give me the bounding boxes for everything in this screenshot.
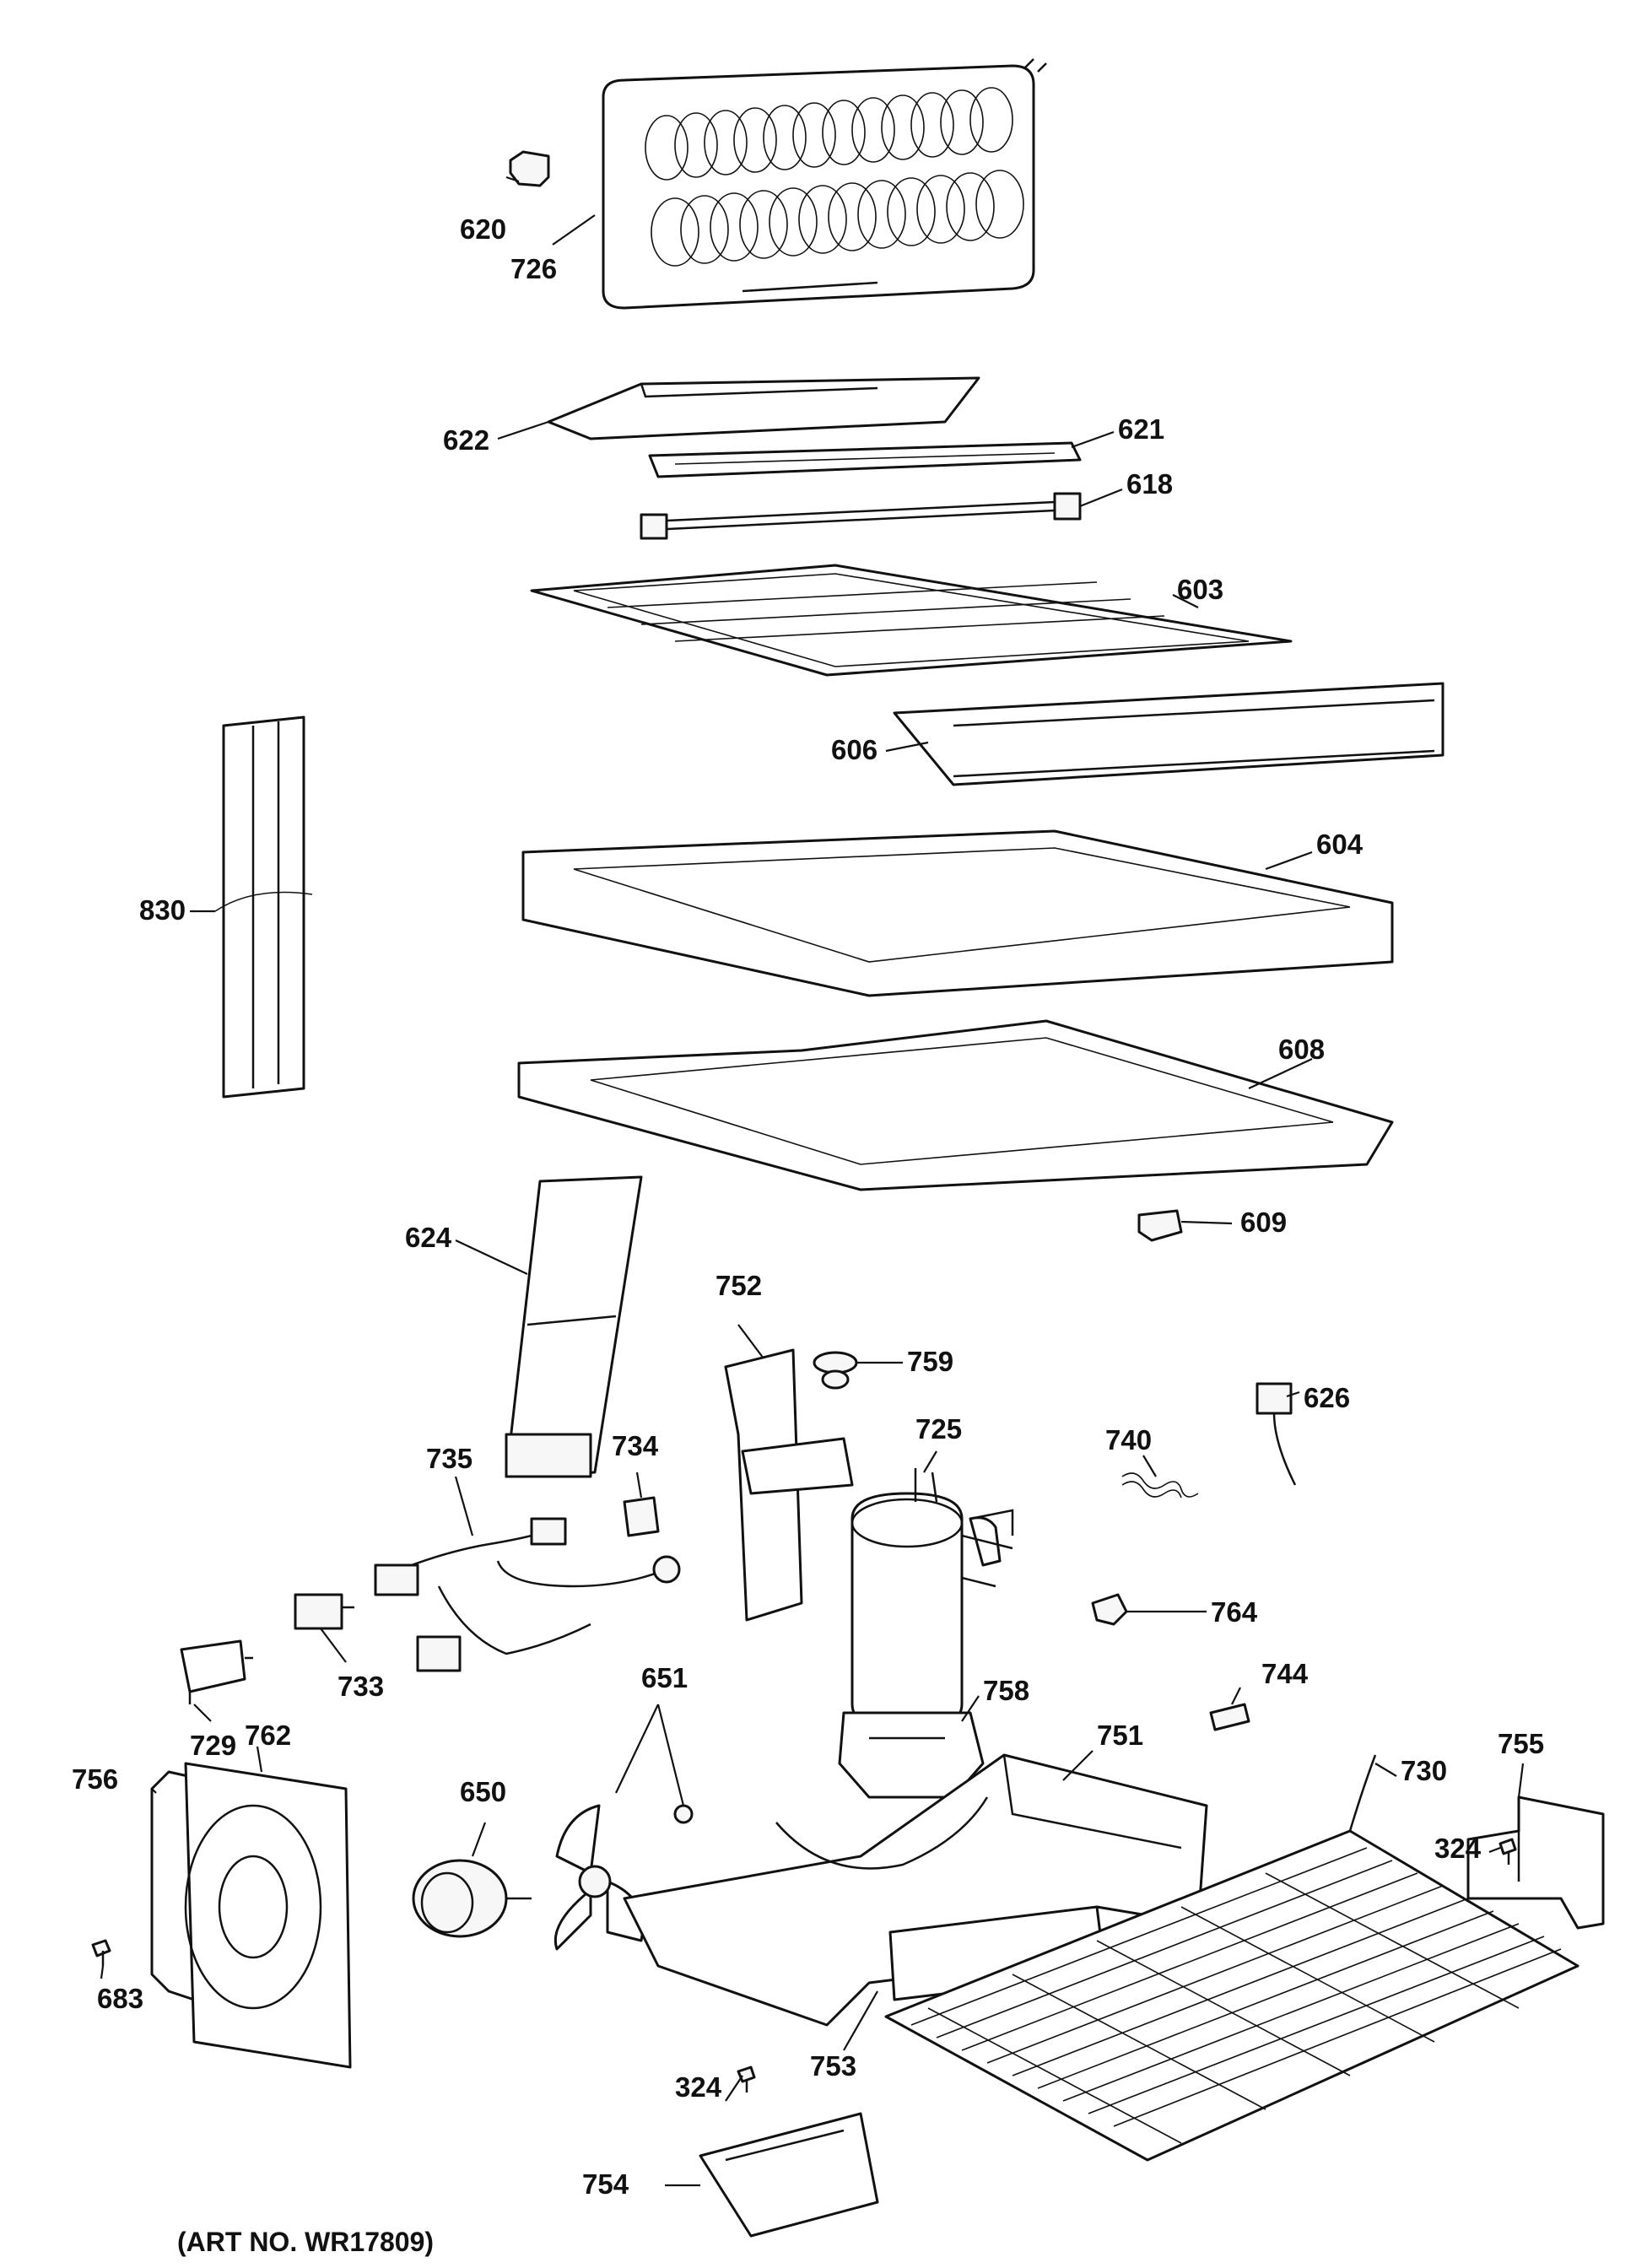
label-762: 762 xyxy=(245,1720,291,1751)
bracket-752 xyxy=(724,1348,854,1622)
cover-622 xyxy=(547,376,980,440)
label-758: 758 xyxy=(983,1675,1029,1706)
label-756: 756 xyxy=(72,1763,118,1795)
vent-606 xyxy=(893,682,1444,786)
plug-626 xyxy=(1256,1382,1297,1486)
rail-621 xyxy=(648,441,1082,478)
grommet-759 xyxy=(813,1351,858,1390)
label-324-bottom: 324 xyxy=(675,2071,722,2103)
label-620: 620 xyxy=(460,213,506,245)
label-735: 735 xyxy=(426,1443,472,1474)
label-830: 830 xyxy=(139,894,186,926)
connector-733 xyxy=(294,1593,354,1630)
label-621: 621 xyxy=(1118,413,1164,445)
shelf-604 xyxy=(521,829,1394,997)
label-751: 751 xyxy=(1097,1720,1143,1751)
label-603: 603 xyxy=(1177,574,1223,605)
fan-motor-650 xyxy=(412,1859,532,1938)
label-755: 755 xyxy=(1498,1728,1544,1759)
label-606: 606 xyxy=(831,734,878,765)
condenser-coil-730 xyxy=(884,1754,1580,2162)
label-752: 752 xyxy=(716,1270,762,1301)
bracket-755 xyxy=(1466,1796,1605,1930)
screw-324-right xyxy=(1498,1838,1517,1865)
label-624: 624 xyxy=(405,1222,452,1253)
label-650: 650 xyxy=(460,1776,506,1807)
spring-740 xyxy=(1121,1472,1199,1498)
label-609: 609 xyxy=(1240,1207,1287,1238)
label-730: 730 xyxy=(1401,1755,1447,1786)
clip-744 xyxy=(1209,1703,1250,1731)
label-764: 764 xyxy=(1211,1596,1258,1628)
clip-609 xyxy=(1137,1209,1183,1242)
screw-683 xyxy=(91,1939,111,1966)
label-324-right: 324 xyxy=(1434,1833,1482,1864)
label-622: 622 xyxy=(443,424,489,456)
clip-620 xyxy=(509,150,550,187)
fan-shroud xyxy=(150,1762,352,2069)
compressor-725 xyxy=(850,1468,1014,1731)
label-744: 744 xyxy=(1261,1658,1309,1689)
label-604: 604 xyxy=(1316,829,1364,860)
channel-830 xyxy=(214,716,313,1099)
fan-blade-651 xyxy=(554,1804,694,1951)
label-683: 683 xyxy=(97,1983,143,2014)
label-725: 725 xyxy=(915,1413,962,1444)
duct-624 xyxy=(505,1175,643,1478)
pan-608 xyxy=(517,1019,1394,1191)
label-754: 754 xyxy=(582,2168,629,2200)
label-733: 733 xyxy=(338,1671,384,1702)
art-number: (ART NO. WR17809) xyxy=(177,2227,434,2257)
harness-735 xyxy=(374,1517,681,1672)
switch-734 xyxy=(623,1496,660,1537)
tray-754 xyxy=(699,2112,879,2238)
label-740: 740 xyxy=(1105,1424,1152,1455)
label-726: 726 xyxy=(510,253,557,284)
label-753: 753 xyxy=(810,2050,856,2082)
label-759: 759 xyxy=(907,1346,953,1377)
label-618: 618 xyxy=(1126,468,1173,500)
label-651: 651 xyxy=(641,1662,688,1693)
part-labels: 620 726 622 621 618 603 606 604 830 608 … xyxy=(72,213,1544,2200)
shelf-603 xyxy=(530,564,1293,677)
evaporator-coil xyxy=(602,58,1047,310)
label-626: 626 xyxy=(1304,1382,1350,1413)
leader-lines xyxy=(100,176,1525,2187)
label-734: 734 xyxy=(612,1430,659,1461)
capacitor-729 xyxy=(180,1639,253,1704)
clip-764 xyxy=(1091,1593,1128,1626)
heater-618 xyxy=(640,492,1082,540)
label-729: 729 xyxy=(190,1730,236,1761)
label-608: 608 xyxy=(1278,1034,1325,1065)
